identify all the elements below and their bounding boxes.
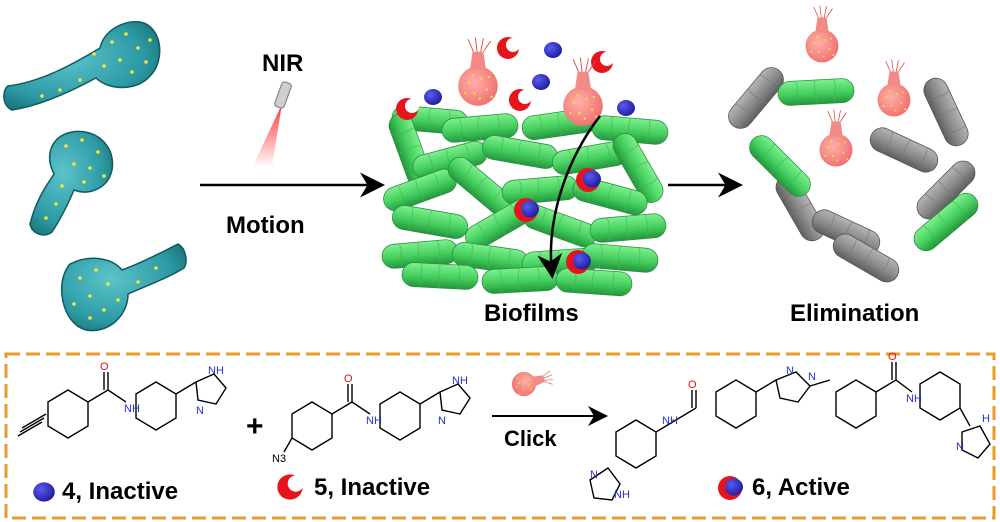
nitrogen-label: NH [906, 393, 922, 405]
compound-6-structure [589, 362, 991, 501]
oxygen-label: O [344, 373, 353, 385]
micromotor-icon [29, 130, 114, 236]
micromotor-icon [3, 21, 161, 111]
red-crescent-icon [497, 37, 520, 59]
azide-label: N3 [272, 453, 286, 465]
oxygen-label: O [688, 379, 697, 391]
nitrogen-label: NH [366, 415, 382, 427]
blue-sphere-icon [424, 89, 442, 105]
nitrogen-label: NH [662, 415, 678, 427]
motion-label: Motion [226, 212, 305, 239]
nitrogen-label: N [956, 441, 964, 453]
legend-compound-6: 6, Active [752, 474, 850, 501]
nitrogen-label: NH [208, 365, 224, 377]
legend-compound-4: 4, Inactive [62, 478, 179, 505]
reaction-frame [4, 352, 996, 520]
blue-sphere-icon [617, 100, 635, 116]
oxygen-label: O [100, 361, 109, 373]
nitrogen-label: N [786, 365, 794, 377]
nitrogen-label: N [590, 469, 598, 481]
nitrogen-label: H [982, 413, 990, 425]
micromotor-icon [61, 243, 187, 332]
legend-compound-5: 5, Inactive [314, 474, 431, 501]
compound-5-structure [283, 383, 471, 453]
click-label: Click [504, 426, 557, 451]
red-crescent-icon [509, 89, 532, 111]
oxygen-label: O [888, 351, 897, 363]
bulb-motor-icon [457, 36, 499, 107]
penetration-arrow [537, 115, 601, 279]
nitrogen-label: NH [124, 403, 140, 415]
nir-label: NIR [262, 50, 304, 77]
bulb-motor-icon [508, 364, 557, 400]
nitrogen-label: NH [452, 375, 468, 387]
biofilms-label: Biofilms [484, 300, 579, 327]
active-molecule-icon [718, 476, 743, 500]
bulb-motor-icon [877, 59, 911, 117]
laser-pointer-icon [252, 81, 292, 168]
bulb-motor-icon [819, 109, 853, 167]
blue-sphere-icon [544, 42, 562, 58]
nitrogen-label: N [196, 405, 204, 417]
nitrogen-label: NH [614, 489, 630, 501]
bulb-motor-icon [805, 5, 839, 63]
nitrogen-label: N [438, 415, 446, 427]
compound-4-structure [17, 372, 227, 439]
blue-sphere-icon [532, 74, 550, 90]
elimination-label: Elimination [790, 300, 920, 327]
red-crescent-icon [277, 474, 304, 500]
blue-sphere-icon [33, 482, 55, 502]
nitrogen-label: N [808, 371, 816, 383]
plus-sign: + [246, 410, 264, 443]
